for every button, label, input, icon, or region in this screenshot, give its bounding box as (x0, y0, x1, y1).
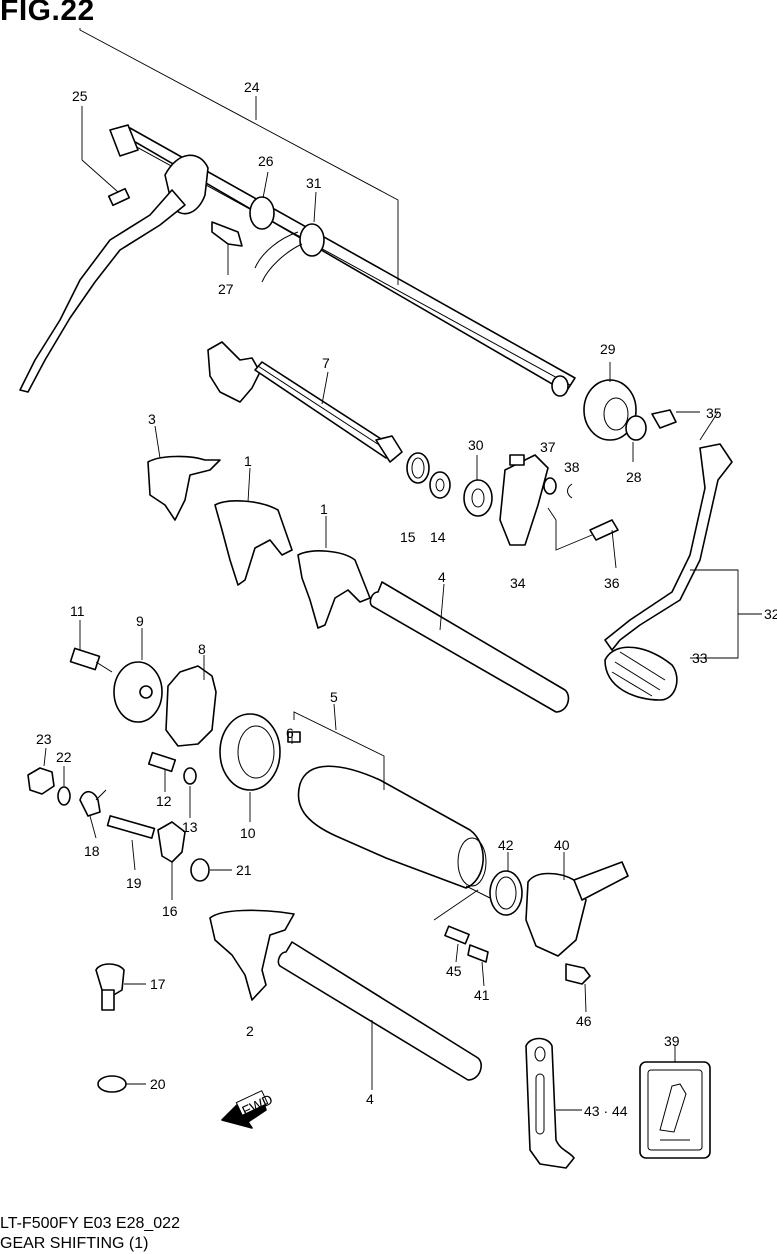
callout-29: 29 (600, 341, 616, 357)
callout-18: 18 (84, 843, 100, 859)
model-code: LT-F500FY E03 E28_022 (0, 1215, 180, 1232)
gear-position-switch-parts (433, 852, 629, 1013)
shift-fork-lower (209, 909, 295, 1001)
callout-5: 5 (330, 689, 338, 705)
figure-caption: GEAR SHIFTING (1) (0, 1235, 149, 1252)
callout-25: 25 (72, 88, 88, 104)
callout-43-44: 43 · 44 (584, 1103, 628, 1119)
callout-3: 3 (148, 411, 156, 427)
fork-shafts (277, 581, 570, 1090)
callout-2: 2 (246, 1023, 254, 1039)
callout-10: 10 (240, 825, 256, 841)
callout-1-b: 1 (320, 501, 328, 517)
callout-27: 27 (218, 281, 234, 297)
callout-14: 14 (430, 529, 446, 545)
callout-37: 37 (540, 439, 556, 455)
figure-footer: LT-F500FY E03 E28_022 GEAR SHIFTING (1) (0, 1214, 180, 1254)
gearshift-shaft-assembly (19, 28, 576, 397)
callout-6: 6 (286, 725, 294, 741)
callout-39: 39 (664, 1033, 680, 1049)
callout-42: 42 (498, 837, 514, 853)
callout-21: 21 (236, 862, 252, 878)
callout-46: 46 (576, 1013, 592, 1029)
callout-38: 38 (564, 459, 580, 475)
callout-17: 17 (150, 976, 166, 992)
figure-title: FIG.22 (0, 0, 95, 27)
shift-lever-assembly (583, 362, 762, 701)
callout-9: 9 (136, 613, 144, 629)
callout-19: 19 (126, 875, 142, 891)
callout-24: 24 (244, 79, 260, 95)
callout-41: 41 (474, 987, 490, 1003)
forward-direction-arrow: FWD (221, 1090, 275, 1129)
callout-26: 26 (258, 153, 274, 169)
bracket-and-label-plate (525, 1037, 711, 1169)
callout-31: 31 (306, 175, 322, 191)
callout-20: 20 (150, 1076, 166, 1092)
callout-36: 36 (604, 575, 620, 591)
callout-4-b: 4 (366, 1091, 374, 1107)
callout-13: 13 (182, 819, 198, 835)
gearshift-cam-drum (287, 703, 491, 899)
callout-1-a: 1 (244, 453, 252, 469)
callout-22: 22 (56, 749, 72, 765)
callout-33: 33 (692, 650, 708, 666)
drum-cam-parts (69, 620, 281, 822)
callout-4-a: 4 (438, 569, 446, 585)
callout-11: 11 (70, 603, 85, 619)
callout-8: 8 (198, 641, 206, 657)
callout-35: 35 (706, 405, 722, 421)
left-small-parts (27, 747, 232, 1093)
callout-16: 16 (162, 903, 178, 919)
bearing-and-stopper-parts (406, 452, 619, 569)
callout-15: 15 (400, 529, 416, 545)
callout-23: 23 (36, 731, 52, 747)
callout-12: 12 (156, 793, 172, 809)
callout-7: 7 (322, 355, 330, 371)
callout-28: 28 (626, 469, 642, 485)
callout-34: 34 (510, 575, 526, 591)
callout-32: 32 (764, 606, 777, 622)
callout-30: 30 (468, 437, 484, 453)
callout-labels: 1 1 2 3 4 4 5 6 7 8 9 10 11 12 13 14 15 … (36, 79, 777, 1119)
shift-forks (147, 425, 371, 629)
callout-45: 45 (446, 963, 462, 979)
callout-40: 40 (554, 837, 570, 853)
shift-drum-shaft (207, 341, 403, 463)
